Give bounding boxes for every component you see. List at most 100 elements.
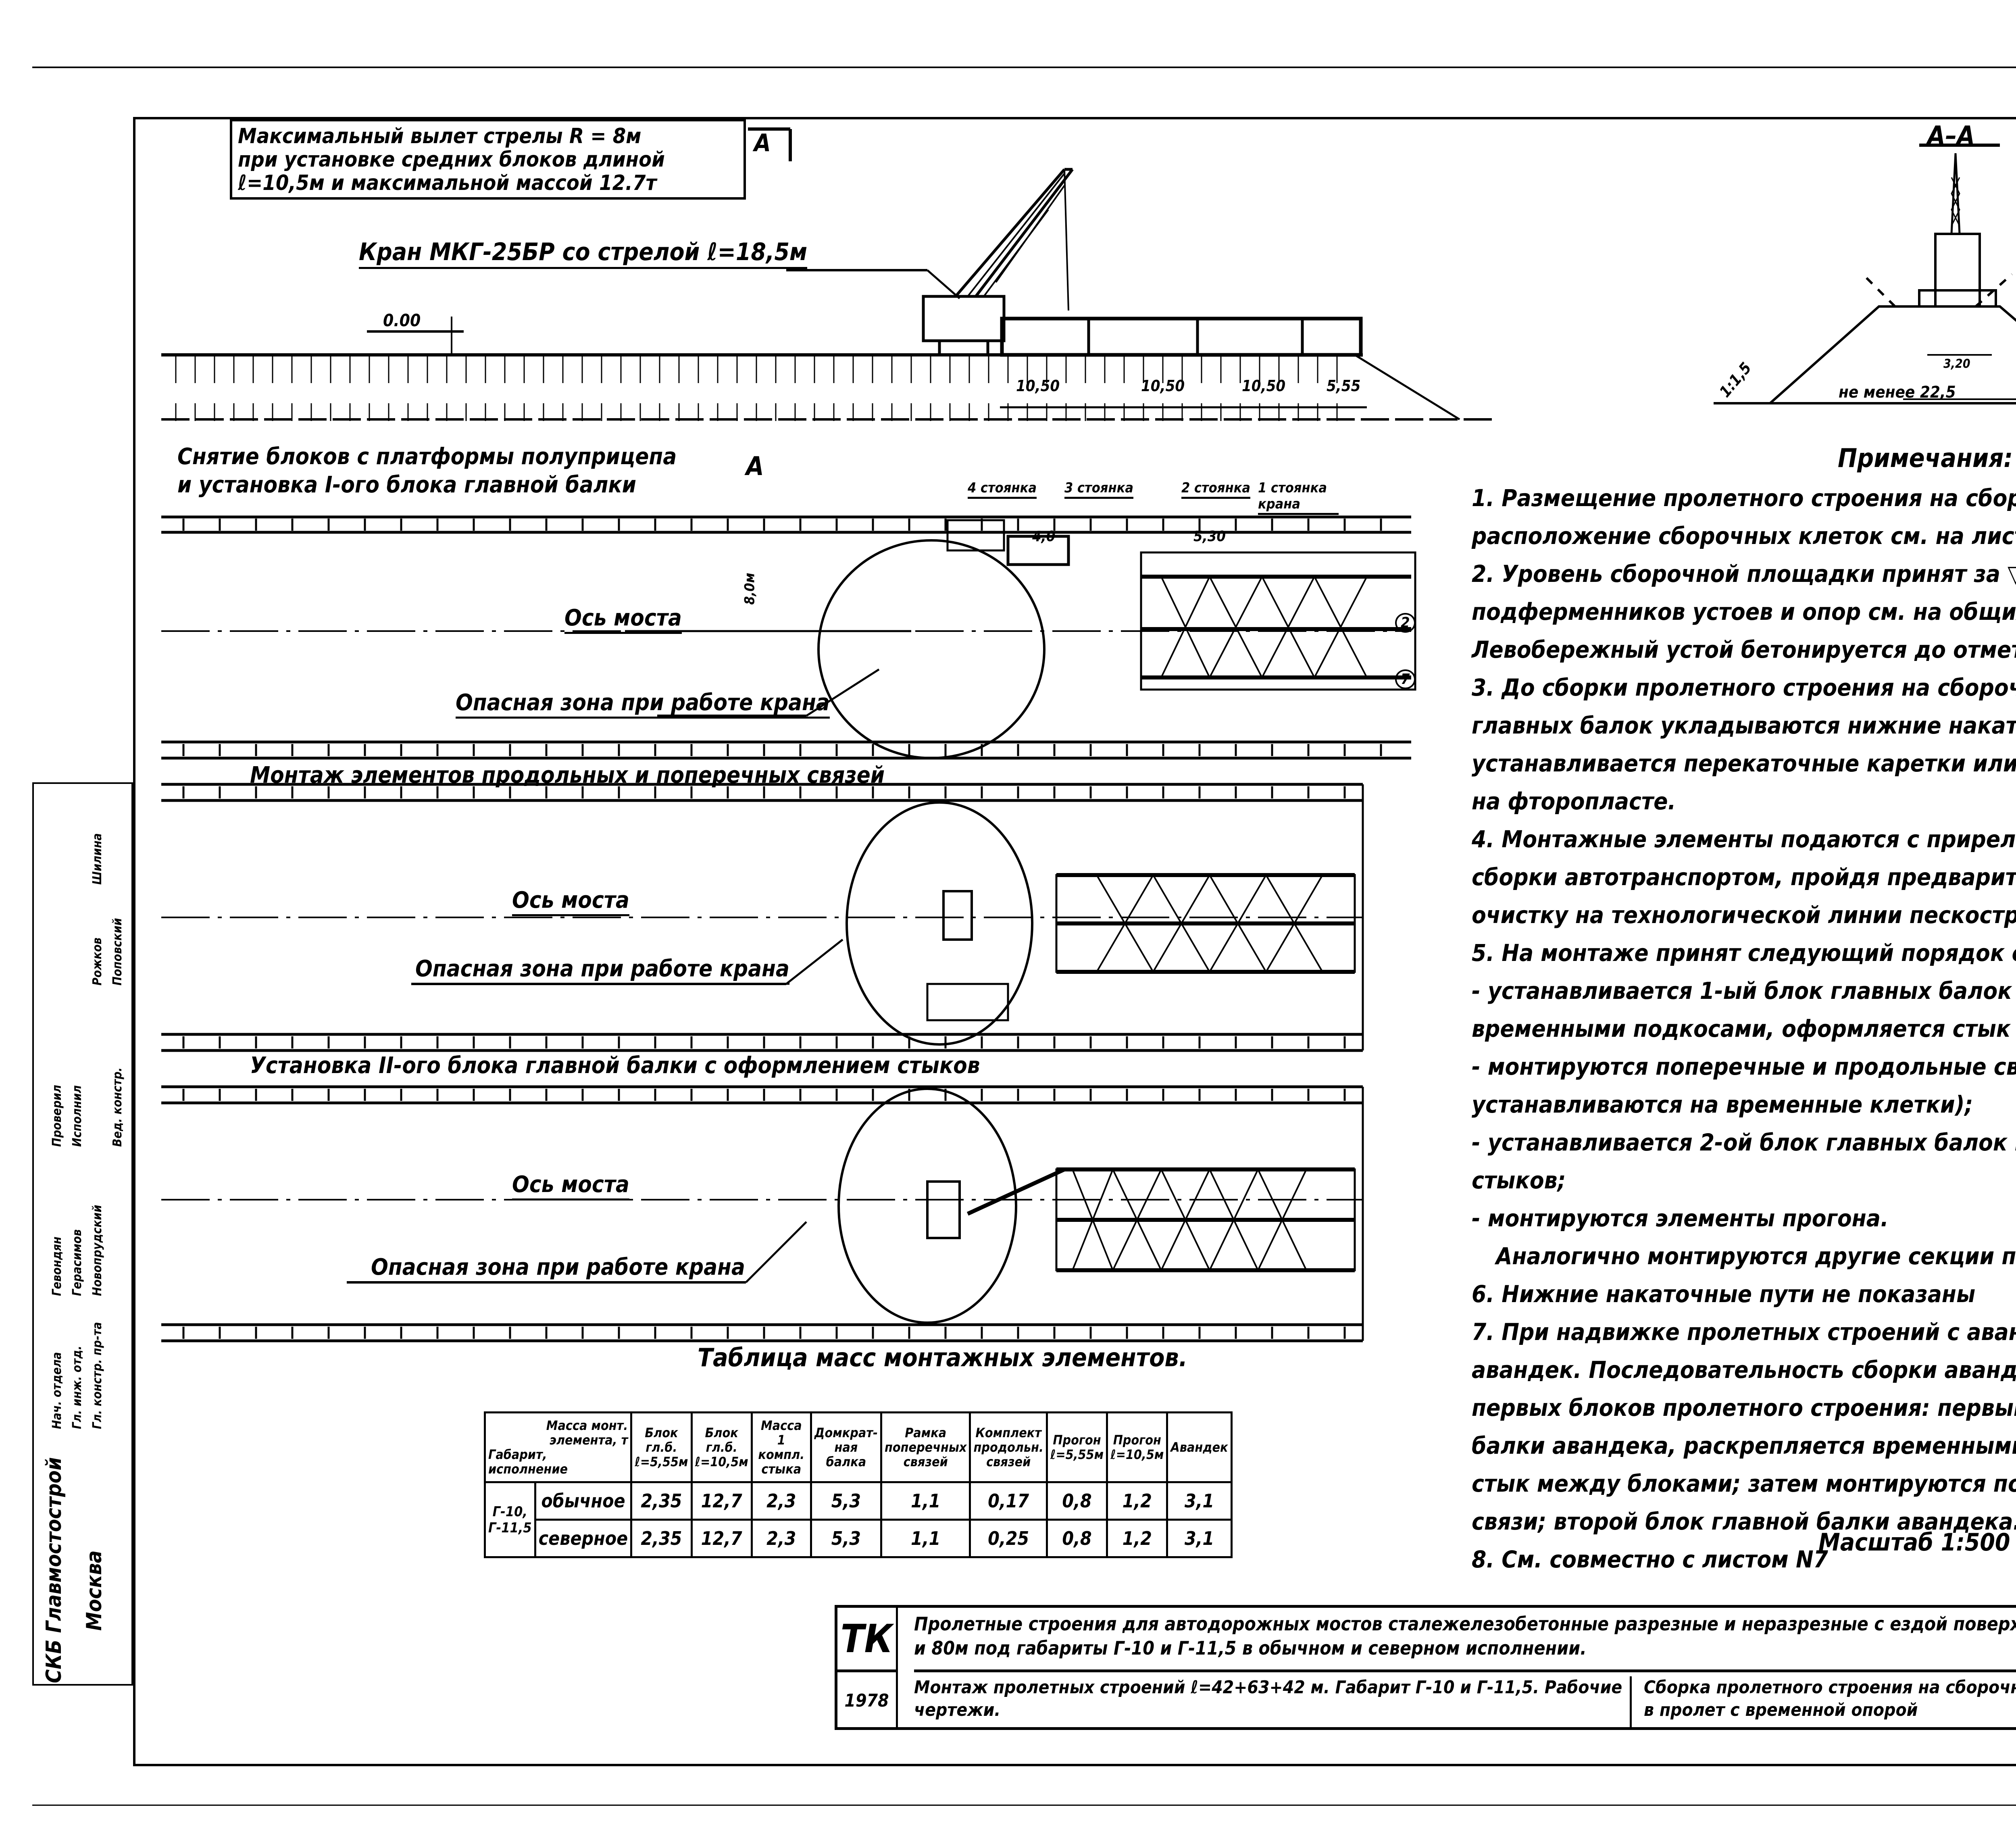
plan1-radius-dim: 8,0м — [741, 573, 758, 605]
corner-top: Масса монт. элемента, т — [546, 1418, 628, 1448]
mass-table: Масса монт. элемента, т Габарит, исполне… — [483, 1411, 1233, 1558]
sheet-title: Сборка пролетного строения на сборочной … — [1644, 1677, 2016, 1720]
title-block: ТК 1978 Пролетные строения для автодорож… — [835, 1605, 2016, 1730]
plan2-axis-label: Ось моста — [512, 887, 629, 916]
note-item: 1. Размещение пролетного строения на сбо… — [1472, 484, 2016, 550]
plan2-title: Монтаж элементов продольных и поперечных… — [250, 762, 885, 788]
drawing-frame — [133, 117, 2016, 1766]
col-header: Блок гл.б. ℓ=5,55м — [630, 1411, 693, 1483]
year: 1978 — [837, 1672, 898, 1729]
role: Проверил — [50, 1085, 64, 1147]
table-row: Г-10, Г-11,5 обычное 2,35 12,7 2,3 5,3 1… — [484, 1481, 1233, 1558]
plan1-title-2: и установка I-ого блока главной балки — [177, 472, 636, 498]
plan2-danger-label: Опасная зона при работе крана — [415, 956, 789, 985]
note-item: - монтируются поперечные и продольные св… — [1472, 1053, 2016, 1118]
col-header: Прогон ℓ=10,5м — [1106, 1411, 1168, 1483]
table-row: северное 2,35 12,7 2,3 5,3 1,1 0,25 0,8 … — [485, 1519, 1233, 1558]
value-cell: 1,1 — [880, 1519, 971, 1558]
crane-elevation — [922, 168, 1367, 408]
subtitle: Монтаж пролетных строений ℓ=42+63+42 м. … — [914, 1676, 1632, 1729]
name: Гевондян — [50, 1236, 64, 1296]
col-header: Авандек — [1166, 1411, 1233, 1483]
dim-4: 5,55 — [1327, 377, 1361, 395]
notes-section: Примечания: 1. Размещение пролетного стр… — [1472, 440, 2016, 1578]
value-cell: 2,3 — [750, 1481, 812, 1521]
col-header: Блок гл.б. ℓ=10,5м — [690, 1411, 753, 1483]
plan1-title-1: Снятие блоков с платформы полуприцепа — [177, 444, 677, 470]
marker-2: 2 — [1395, 613, 1416, 633]
callout-line: при установке средних блоков длиной — [238, 148, 665, 172]
note-item: 2. Уровень сборочной площадки принят за … — [1472, 560, 2016, 625]
corner-header: Масса монт. элемента, т Габарит, исполне… — [483, 1411, 633, 1483]
col-header: Домкрат-ная балка — [810, 1411, 882, 1483]
note-item: 7. При надвижке пролетных строений с ава… — [1472, 1318, 2016, 1535]
role: Нач. отдела — [50, 1352, 64, 1429]
name: Герасимов — [70, 1229, 84, 1296]
name: Поповский — [110, 918, 125, 986]
value-cell: 12,7 — [690, 1519, 753, 1558]
note-item: - монтируются элементы прогона. — [1472, 1205, 1889, 1232]
value-cell: 3,1 — [1166, 1519, 1233, 1558]
role: Гл. инж. отд. — [70, 1346, 84, 1429]
note-item: 6. Нижние накаточные пути не показаны — [1472, 1280, 1976, 1308]
width-label: не менее 22,5 — [1839, 383, 1956, 402]
plan-strip-1 — [161, 515, 1416, 760]
note-item: - устанавливается 1-ый блок главных бало… — [1472, 977, 2016, 1042]
value-cell: 1,2 — [1106, 1481, 1168, 1521]
plan-strip-3 — [161, 1085, 1364, 1342]
col-header: Прогон ℓ=5,55м — [1045, 1411, 1108, 1483]
side-stamp: Нач. отдела Гл. инж. отд. Гл. констр. пр… — [32, 782, 133, 1686]
value-cell: 12,7 — [690, 1481, 753, 1521]
value-cell: 3,1 — [1166, 1481, 1233, 1521]
role: Исполнил — [70, 1085, 84, 1147]
note-item: 3. До сборки пролетного строения на сбор… — [1472, 674, 2016, 815]
variant-cell: северное — [534, 1519, 633, 1558]
station-1: 1 стоянка крана — [1258, 480, 1339, 515]
value-cell: 5,3 — [810, 1519, 882, 1558]
section-aa-title: А–А — [1927, 121, 1975, 151]
plan1-dim-a: 4,0 — [1032, 528, 1056, 545]
note-item: 5. На монтаже принят следующий порядок с… — [1472, 939, 2016, 967]
plan3-title: Установка II-ого блока главной балки с о… — [250, 1052, 980, 1079]
mass-table-title: Таблица масс монтажных элементов. — [698, 1343, 1187, 1372]
level-mark: 0.00 — [383, 311, 421, 330]
org-code: ТК — [837, 1608, 898, 1672]
plan3-axis-label: Ось моста — [512, 1171, 629, 1200]
crane-label: Кран МКГ-25БР со стрелой ℓ=18,5м — [359, 238, 808, 269]
plan3-danger-label: Опасная зона при работе крана — [371, 1254, 745, 1283]
value-cell: 0,8 — [1045, 1481, 1108, 1521]
col-header: Комплект продольн. связей — [969, 1411, 1048, 1483]
track-dim: 3,20 — [1943, 357, 1970, 371]
role: Вед. констр. — [110, 1067, 125, 1147]
main-title: Пролетные строения для автодорожных мост… — [914, 1612, 2016, 1672]
callout-line: Максимальный вылет стрелы R = 8м — [238, 124, 641, 148]
dim-1: 10,50 — [1016, 377, 1060, 395]
note-item: Аналогично монтируются другие секции про… — [1496, 1242, 2016, 1270]
value-cell: 1,1 — [880, 1481, 971, 1521]
value-cell: 2,3 — [750, 1519, 812, 1558]
org-name: СКБ Главмостострой — [42, 1457, 66, 1683]
plan-strip-2 — [161, 783, 1364, 1052]
station-3: 3 стоянка — [1064, 480, 1133, 499]
name: Новопрудский — [90, 1205, 104, 1296]
plan1-axis-label: Ось моста — [564, 605, 682, 634]
note-item: Левобережный устой бетонируется до отмет… — [1472, 636, 2016, 663]
value-cell: 0,17 — [969, 1481, 1048, 1521]
corner-bottom: Габарит, исполнение — [488, 1447, 568, 1477]
outer-border-top — [32, 67, 2016, 68]
value-cell: 2,35 — [630, 1481, 693, 1521]
note-item: 4. Монтажные элементы подаются с прирель… — [1472, 825, 2016, 929]
station-2: 2 стоянка — [1181, 480, 1250, 499]
notes-title: Примечания: — [1837, 444, 2013, 473]
plan1-dim-b: 5,30 — [1193, 528, 1226, 545]
dim-2: 10,50 — [1141, 377, 1185, 395]
value-cell: 1,2 — [1106, 1519, 1168, 1558]
col-header: Масса 1 компл. стыка — [750, 1411, 812, 1483]
plan1-section-mark: А — [746, 452, 764, 481]
role: Гл. констр. пр-та — [90, 1322, 104, 1429]
plan1-danger-label: Опасная зона при работе крана — [456, 690, 830, 719]
marker-7: 7 — [1395, 669, 1416, 689]
city: Москва — [82, 1550, 106, 1631]
scale-label: Масштаб 1:500 — [1818, 1528, 2010, 1557]
